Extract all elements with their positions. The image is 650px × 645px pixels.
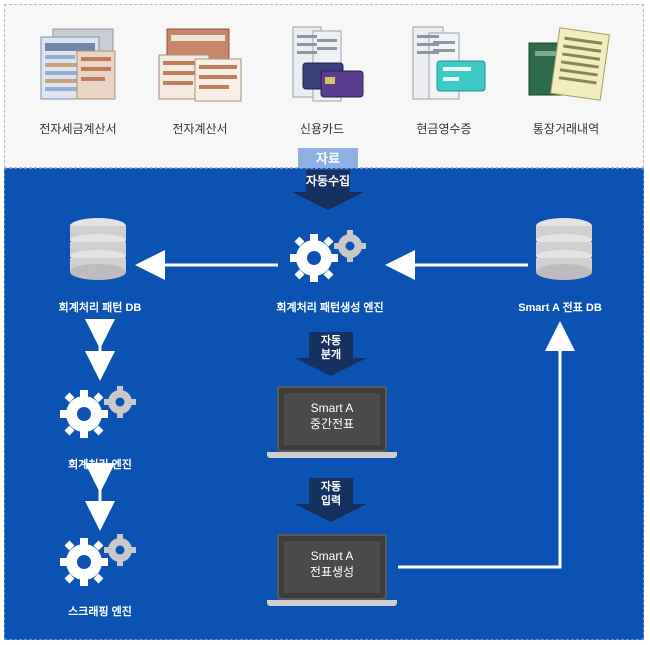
source-bankbook: 통장거래내역: [511, 25, 621, 137]
pattern-engine-gears-icon: [290, 230, 366, 282]
laptop-subtitle: 전표생성: [309, 565, 355, 579]
auto-collect-label: 자동수집: [305, 174, 351, 188]
pattern-engine-label: 회계처리 패턴생성 엔진: [276, 302, 384, 314]
source-invoice: 전자계산서: [145, 25, 255, 137]
intermediate-voucher-laptop: Smart A 중간전표: [267, 386, 397, 460]
cash-receipt-icon: [399, 25, 489, 105]
auto-input-arrow: 자동 입력: [295, 478, 367, 524]
accounting-engine-gears-icon: [60, 386, 136, 438]
source-label: 신용카드: [299, 122, 345, 136]
bankbook-icon: [521, 25, 611, 105]
auto-input-label-1: 자동: [320, 481, 342, 493]
voucher-db-icon: [536, 218, 592, 280]
invoice-documents-icon: [155, 25, 245, 105]
voucher-db-label: Smart A 전표 DB: [518, 302, 602, 314]
source-credit-card: 신용카드: [267, 25, 377, 137]
arrow-laptop-to-voucher-db: [398, 321, 575, 569]
laptop-title: Smart A: [310, 549, 354, 563]
auto-collect-arrow: 자동수집: [292, 170, 364, 212]
source-cash-receipt: 현금영수증: [389, 25, 499, 137]
auto-classify-arrow: 자동 분개: [295, 332, 367, 378]
source-label: 전자계산서: [172, 122, 228, 136]
source-label: 통장거래내역: [532, 122, 600, 136]
auto-classify-label-2: 분개: [320, 349, 342, 361]
voucher-creation-laptop: Smart A 전표생성: [267, 534, 397, 608]
scraping-engine-gears-icon: [60, 534, 136, 586]
accounting-engine-label: 회계처리 엔진: [68, 459, 132, 471]
laptop-title: Smart A: [310, 401, 354, 415]
source-label: 전자세금계산서: [39, 122, 117, 136]
data-sources-panel: 전자세금계산서 전자계산서: [4, 4, 644, 168]
source-label: 현금영수증: [416, 122, 472, 136]
laptop-subtitle: 중간전표: [309, 417, 355, 431]
pattern-db-icon: [70, 218, 126, 280]
credit-card-receipts-icon: [277, 25, 367, 105]
pattern-db-label: 회계처리 패턴 DB: [58, 302, 142, 314]
auto-classify-label-1: 자동: [320, 335, 342, 347]
tax-invoice-documents-icon: [33, 25, 123, 105]
auto-input-label-2: 입력: [320, 495, 342, 507]
data-tab: 자료: [298, 148, 358, 170]
source-tax-invoice: 전자세금계산서: [23, 25, 133, 137]
scraping-engine-label: 스크래핑 엔진: [68, 606, 132, 618]
